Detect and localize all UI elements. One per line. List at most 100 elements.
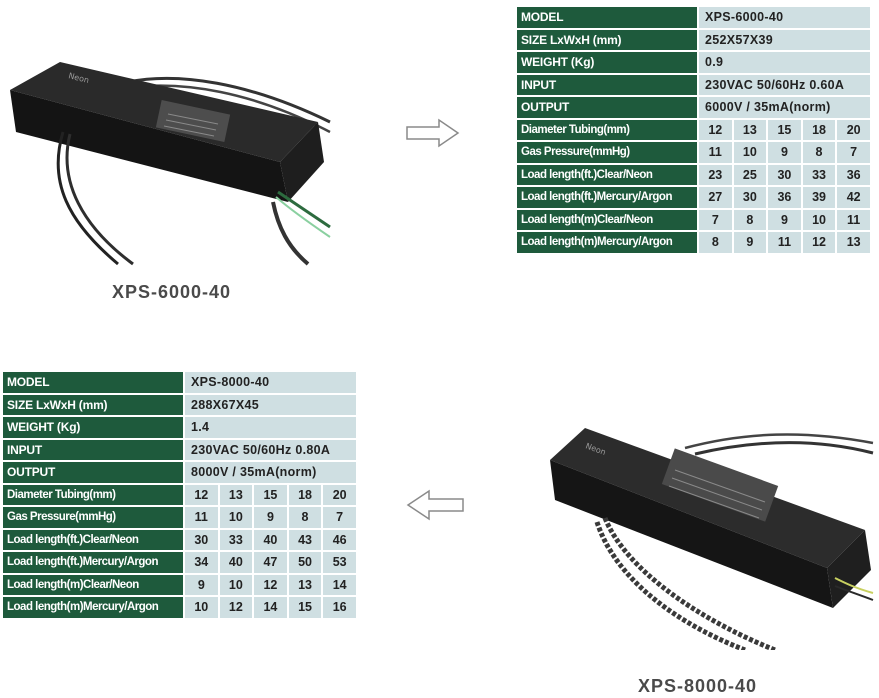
grid-cell: 30 [185,529,218,550]
grid-cell: 18 [802,119,836,140]
grid-row-load-m-mercury: Load length(m)Mercury/Argon 8 9 11 12 13 [517,232,870,253]
grid-cell: 13 [837,232,870,253]
grid-cell: 39 [802,187,836,208]
spec-row-input: INPUT 230VAC 50/60Hz 0.60A [517,74,870,95]
grid-cell: 11 [699,142,732,163]
grid-cell: 46 [323,529,356,550]
grid-label: Diameter Tubing(mm) [517,119,697,140]
grid-cell: 16 [323,597,356,618]
grid-cell: 33 [219,529,253,550]
grid-cell: 36 [837,164,870,185]
spec-value: 252X57X39 [699,29,870,50]
grid-cell: 13 [733,119,767,140]
grid-cell: 50 [288,552,322,573]
spec-row-weight: WEIGHT (Kg) 0.9 [517,52,870,73]
spec-value: 8000V / 35mA(norm) [185,462,356,483]
spec-row-output: OUTPUT 6000V / 35mA(norm) [517,97,870,118]
arrow-right-outline-icon [405,118,461,153]
spec-value: XPS-8000-40 [185,372,356,393]
grid-cell: 27 [699,187,732,208]
grid-cell: 9 [768,142,801,163]
grid-cell: 11 [185,507,218,528]
grid-cell: 15 [768,119,801,140]
spec-table-xps-8000-40: MODEL XPS-8000-40 SIZE LxWxH (mm) 288X67… [1,370,358,620]
grid-cell: 15 [288,597,322,618]
grid-cell: 12 [185,484,218,505]
grid-label: Load length(ft.)Mercury/Argon [517,187,697,208]
spec-value: 230VAC 50/60Hz 0.60A [699,74,870,95]
spec-value: XPS-6000-40 [699,7,870,28]
grid-row-load-ft-clear: Load length(ft.)Clear/Neon 30 33 40 43 4… [3,529,356,550]
spec-label: OUTPUT [517,97,697,118]
spec-row-model: MODEL XPS-6000-40 [517,7,870,28]
spec-label: INPUT [3,439,183,460]
grid-cell: 20 [323,484,356,505]
grid-label: Load length(m)Mercury/Argon [517,232,697,253]
spec-label: WEIGHT (Kg) [517,52,697,73]
grid-cell: 11 [768,232,801,253]
grid-cell: 12 [254,574,287,595]
grid-row-gas-pressure: Gas Pressure(mmHg) 11 10 9 8 7 [3,507,356,528]
grid-cell: 40 [254,529,287,550]
grid-cell: 42 [837,187,870,208]
grid-cell: 40 [219,552,253,573]
spec-label: OUTPUT [3,462,183,483]
grid-cell: 34 [185,552,218,573]
grid-cell: 12 [802,232,836,253]
grid-cell: 10 [219,574,253,595]
grid-label: Load length(ft.)Clear/Neon [3,529,183,550]
grid-row-load-m-mercury: Load length(m)Mercury/Argon 10 12 14 15 … [3,597,356,618]
grid-cell: 33 [802,164,836,185]
arrow-left-outline-icon [405,488,465,527]
grid-cell: 12 [219,597,253,618]
transformer-photo-xps-8000-40: Neon [545,418,875,650]
grid-cell: 13 [219,484,253,505]
grid-cell: 9 [254,507,287,528]
grid-label: Gas Pressure(mmHg) [517,142,697,163]
grid-cell: 30 [768,164,801,185]
grid-cell: 12 [699,119,732,140]
grid-label: Load length(m)Clear/Neon [3,574,183,595]
transformer-photo-xps-6000-40: Neon [8,52,333,267]
grid-row-load-m-clear: Load length(m)Clear/Neon 9 10 12 13 14 [3,574,356,595]
grid-cell: 14 [323,574,356,595]
grid-cell: 23 [699,164,732,185]
grid-cell: 7 [837,142,870,163]
grid-cell: 20 [837,119,870,140]
grid-cell: 8 [733,209,767,230]
grid-cell: 10 [802,209,836,230]
grid-cell: 18 [288,484,322,505]
grid-cell: 8 [288,507,322,528]
grid-cell: 36 [768,187,801,208]
grid-cell: 10 [219,507,253,528]
spec-value: 6000V / 35mA(norm) [699,97,870,118]
grid-cell: 11 [837,209,870,230]
spec-label: MODEL [3,372,183,393]
grid-cell: 8 [699,232,732,253]
spec-row-size: SIZE LxWxH (mm) 288X67X45 [3,394,356,415]
grid-cell: 25 [733,164,767,185]
grid-cell: 53 [323,552,356,573]
grid-row-diameter: Diameter Tubing(mm) 12 13 15 18 20 [3,484,356,505]
spec-row-input: INPUT 230VAC 50/60Hz 0.80A [3,439,356,460]
grid-row-load-m-clear: Load length(m)Clear/Neon 7 8 9 10 11 [517,209,870,230]
spec-row-output: OUTPUT 8000V / 35mA(norm) [3,462,356,483]
grid-cell: 30 [733,187,767,208]
product-caption: XPS-6000-40 [112,282,232,302]
grid-cell: 7 [323,507,356,528]
grid-label: Load length(m)Mercury/Argon [3,597,183,618]
spec-label: SIZE LxWxH (mm) [3,394,183,415]
grid-row-load-ft-mercury: Load length(ft.)Mercury/Argon 34 40 47 5… [3,552,356,573]
spec-value: 288X67X45 [185,394,356,415]
grid-cell: 10 [733,142,767,163]
grid-cell: 8 [802,142,836,163]
spec-label: SIZE LxWxH (mm) [517,29,697,50]
grid-cell: 9 [185,574,218,595]
grid-row-diameter: Diameter Tubing(mm) 12 13 15 18 20 [517,119,870,140]
grid-label: Gas Pressure(mmHg) [3,507,183,528]
grid-cell: 47 [254,552,287,573]
spec-row-weight: WEIGHT (Kg) 1.4 [3,417,356,438]
grid-cell: 43 [288,529,322,550]
grid-label: Load length(m)Clear/Neon [517,209,697,230]
grid-cell: 9 [768,209,801,230]
